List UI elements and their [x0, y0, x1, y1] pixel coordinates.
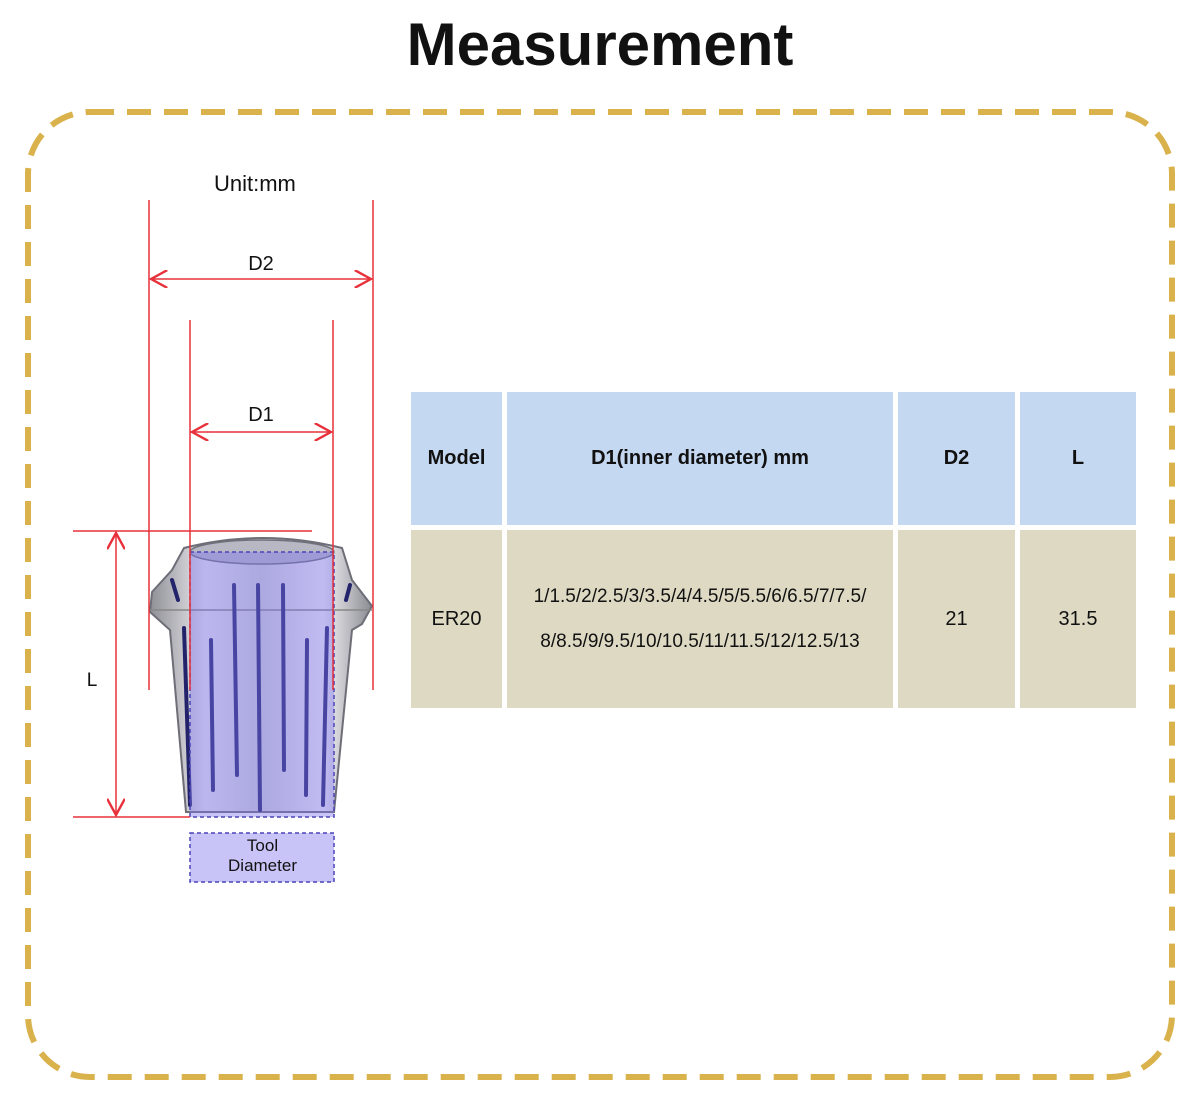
dimension-lines	[73, 200, 374, 818]
l-label: L	[87, 670, 98, 691]
d2-label: D2	[248, 253, 274, 275]
tool-diameter-label: Tool Diameter	[190, 836, 335, 876]
collet-image	[148, 537, 374, 813]
header-d1: D1(inner diameter) mm	[507, 392, 898, 530]
d1-line-2: 8/8.5/9/9.5/10/10.5/11/11.5/12/12.5/13	[540, 631, 860, 652]
tool-diameter-zone	[189, 551, 335, 818]
tool-label-line-1: Tool	[246, 836, 279, 855]
header-model: Model	[411, 392, 507, 530]
tool-diameter-box	[189, 832, 335, 883]
d1-label: D1	[248, 404, 274, 426]
table-row: ER20 1/1.5/2/2.5/3/3.5/4/4.5/5/5.5/6/6.5…	[411, 530, 1136, 708]
unit-label: Unit:mm	[214, 171, 296, 196]
cell-model: ER20	[411, 530, 507, 708]
header-d2: D2	[898, 392, 1020, 530]
cell-d1: 1/1.5/2/2.5/3/3.5/4/4.5/5/5.5/6/6.5/7/7.…	[507, 530, 898, 708]
table-header-row: Model D1(inner diameter) mm D2 L	[411, 392, 1136, 530]
header-l: L	[1020, 392, 1136, 530]
cell-d2: 21	[898, 530, 1020, 708]
d1-line-1: 1/1.5/2/2.5/3/3.5/4/4.5/5/5.5/6/6.5/7/7.…	[533, 586, 867, 607]
cell-l: 31.5	[1020, 530, 1136, 708]
spec-table: Model D1(inner diameter) mm D2 L ER20 1/…	[411, 392, 1136, 708]
page-title: Measurement	[406, 11, 794, 78]
tool-label-line-2: Diameter	[228, 856, 297, 875]
